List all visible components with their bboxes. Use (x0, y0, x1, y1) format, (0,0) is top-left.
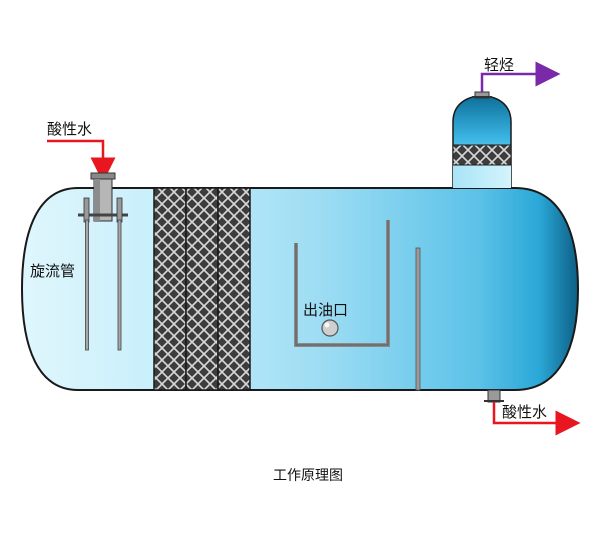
cyclone-housing-shade (94, 179, 100, 221)
cyclone-tube-label: 旋流管 (30, 262, 75, 280)
light-hydrocarbon-label: 轻烃 (484, 56, 514, 74)
weir-baffle (415, 247, 421, 391)
cyclone-tube-assembly (78, 172, 128, 351)
inlet-flange (90, 172, 116, 180)
packing-block-3 (217, 187, 251, 391)
acid-water-inlet-label: 酸性水 (47, 120, 92, 138)
packing-block-1 (153, 187, 187, 391)
packing-block-2 (185, 187, 219, 391)
light-hydrocarbon-arrow-icon (480, 61, 561, 92)
acid-water-inlet-arrow-icon (47, 139, 116, 183)
cyclone-left-guide (83, 197, 90, 223)
dome-mesh-packing (452, 144, 512, 166)
dome-lower-section (453, 165, 511, 188)
cyclone-tube-left (85, 219, 89, 351)
oil-outlet-label: 出油口 (303, 301, 348, 319)
acid-water-outlet-arrow-icon (492, 402, 581, 436)
cyclone-tube-right (117, 219, 122, 351)
acid-water-outlet-label: 酸性水 (502, 403, 547, 421)
oil-outlet-ball-icon (321, 319, 339, 337)
diagram-caption: 工作原理图 (273, 468, 343, 484)
cyclone-right-guide (116, 197, 123, 223)
